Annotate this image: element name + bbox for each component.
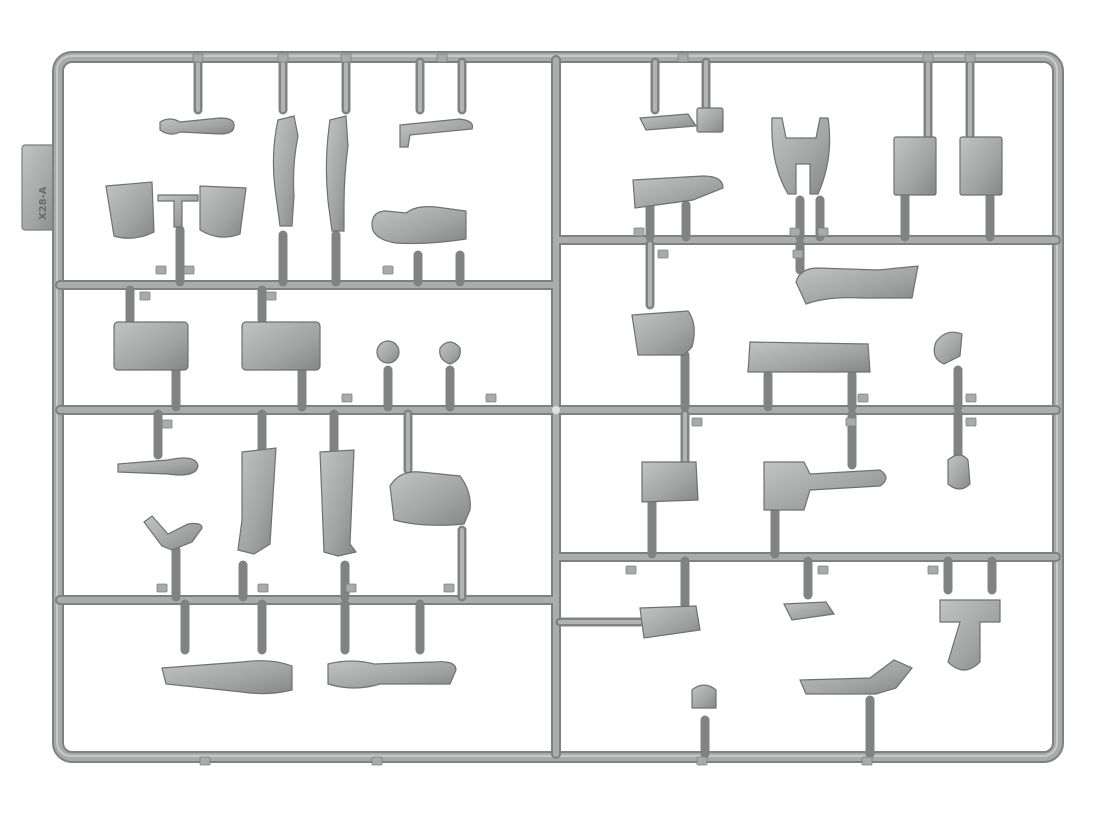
part-case-left bbox=[113, 321, 189, 371]
sprue-parts bbox=[105, 107, 1003, 709]
part-forearm bbox=[117, 457, 199, 476]
part-hand-small bbox=[783, 601, 836, 621]
part-leg-left bbox=[272, 115, 299, 227]
part-body-small bbox=[639, 605, 701, 639]
part-shell-right bbox=[199, 185, 247, 238]
part-arm-upper-left bbox=[159, 117, 235, 135]
part-panel-left bbox=[893, 136, 937, 196]
part-figure-small bbox=[691, 684, 717, 709]
part-figure-sitting bbox=[632, 175, 724, 209]
glint bbox=[552, 406, 560, 414]
sprue-gates bbox=[125, 57, 997, 759]
part-head-small bbox=[439, 341, 461, 365]
part-boot-left bbox=[237, 447, 277, 555]
part-arm-bent bbox=[399, 118, 474, 148]
part-leg-right bbox=[325, 115, 349, 232]
part-leg-lying-left bbox=[161, 660, 293, 695]
part-bust-figure bbox=[371, 206, 467, 245]
part-shell-left bbox=[105, 181, 155, 239]
part-torso-arm bbox=[763, 461, 887, 511]
part-hand-fist bbox=[933, 331, 963, 365]
part-small-frame bbox=[157, 194, 199, 228]
part-coat-torso bbox=[631, 310, 695, 356]
part-case-right bbox=[241, 321, 321, 371]
part-panel-right bbox=[959, 136, 1003, 196]
part-jacket-torso bbox=[389, 471, 471, 526]
part-seat-frame bbox=[771, 117, 831, 195]
part-leg-upper-right bbox=[795, 265, 919, 305]
part-boot-right bbox=[319, 449, 358, 557]
part-torso-small bbox=[641, 461, 699, 503]
part-bag-strap bbox=[939, 599, 1001, 671]
part-hand-claw bbox=[143, 515, 203, 551]
part-leg-lying-upper bbox=[747, 341, 871, 373]
part-hat bbox=[376, 340, 400, 364]
part-leg-lying-right bbox=[327, 660, 457, 689]
part-hand-top-right bbox=[639, 113, 698, 131]
sprue-tab-label: X28-A bbox=[38, 186, 49, 220]
part-arm-with-paper bbox=[799, 659, 913, 695]
part-number-tags bbox=[139, 53, 977, 766]
part-block-small bbox=[696, 107, 724, 133]
part-head-face bbox=[947, 454, 971, 490]
